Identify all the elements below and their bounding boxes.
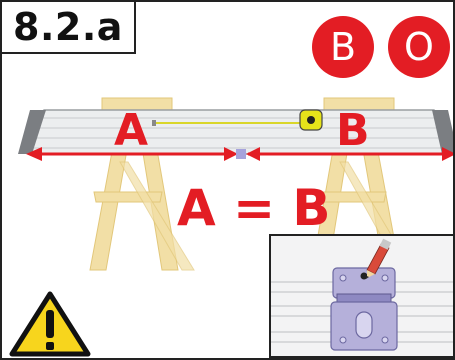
tape-measure-icon bbox=[152, 109, 323, 131]
detail-inset bbox=[269, 234, 453, 358]
hinge-detail-illustration bbox=[271, 236, 453, 356]
equal-distance-equation: A = B bbox=[177, 179, 331, 237]
dimension-label-b: B bbox=[336, 105, 370, 156]
badge-b: B bbox=[312, 16, 374, 78]
hinge-plate bbox=[330, 267, 398, 351]
badge-o: O bbox=[388, 16, 450, 78]
dimension-label-a: A bbox=[114, 105, 149, 156]
pencil-icon bbox=[366, 238, 392, 279]
warning-triangle-icon bbox=[9, 291, 91, 357]
step-number: 8.2.a bbox=[2, 2, 136, 54]
dimension-arrow bbox=[26, 147, 453, 161]
aluminum-rail bbox=[18, 109, 453, 155]
